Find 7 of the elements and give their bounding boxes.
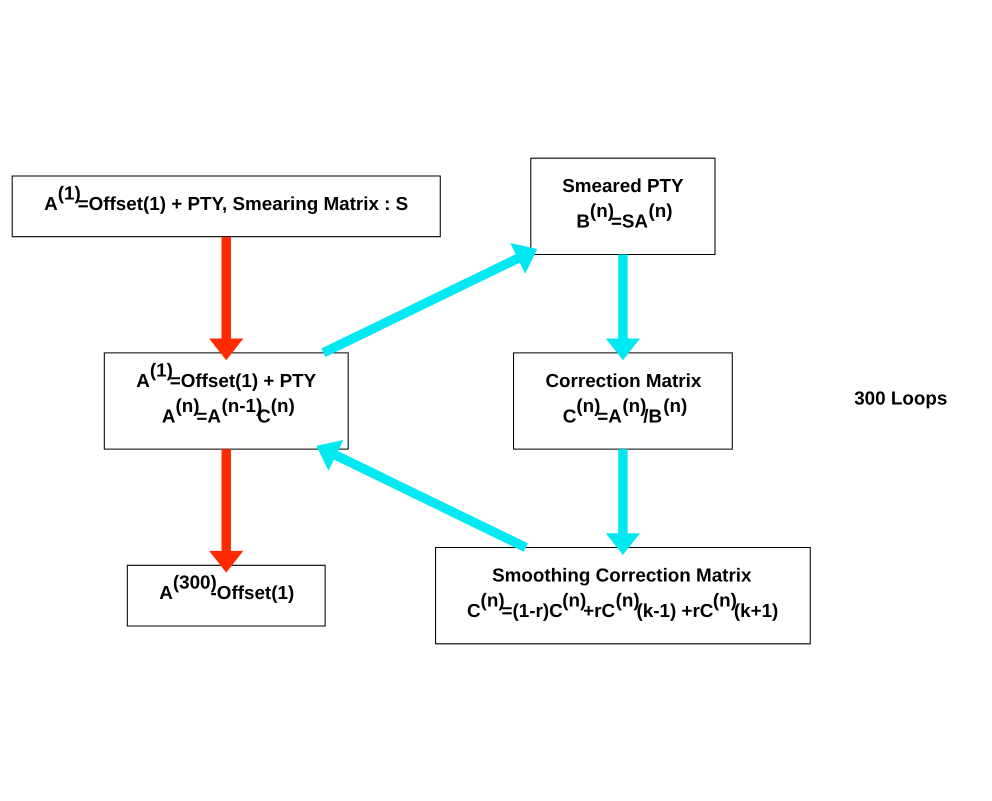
label: 300 Loops — [854, 387, 948, 408]
arrow — [606, 254, 640, 360]
arrow — [321, 242, 538, 357]
arrow — [316, 439, 528, 552]
arrow — [209, 236, 244, 360]
arrow — [209, 448, 244, 572]
arrow — [606, 448, 640, 554]
